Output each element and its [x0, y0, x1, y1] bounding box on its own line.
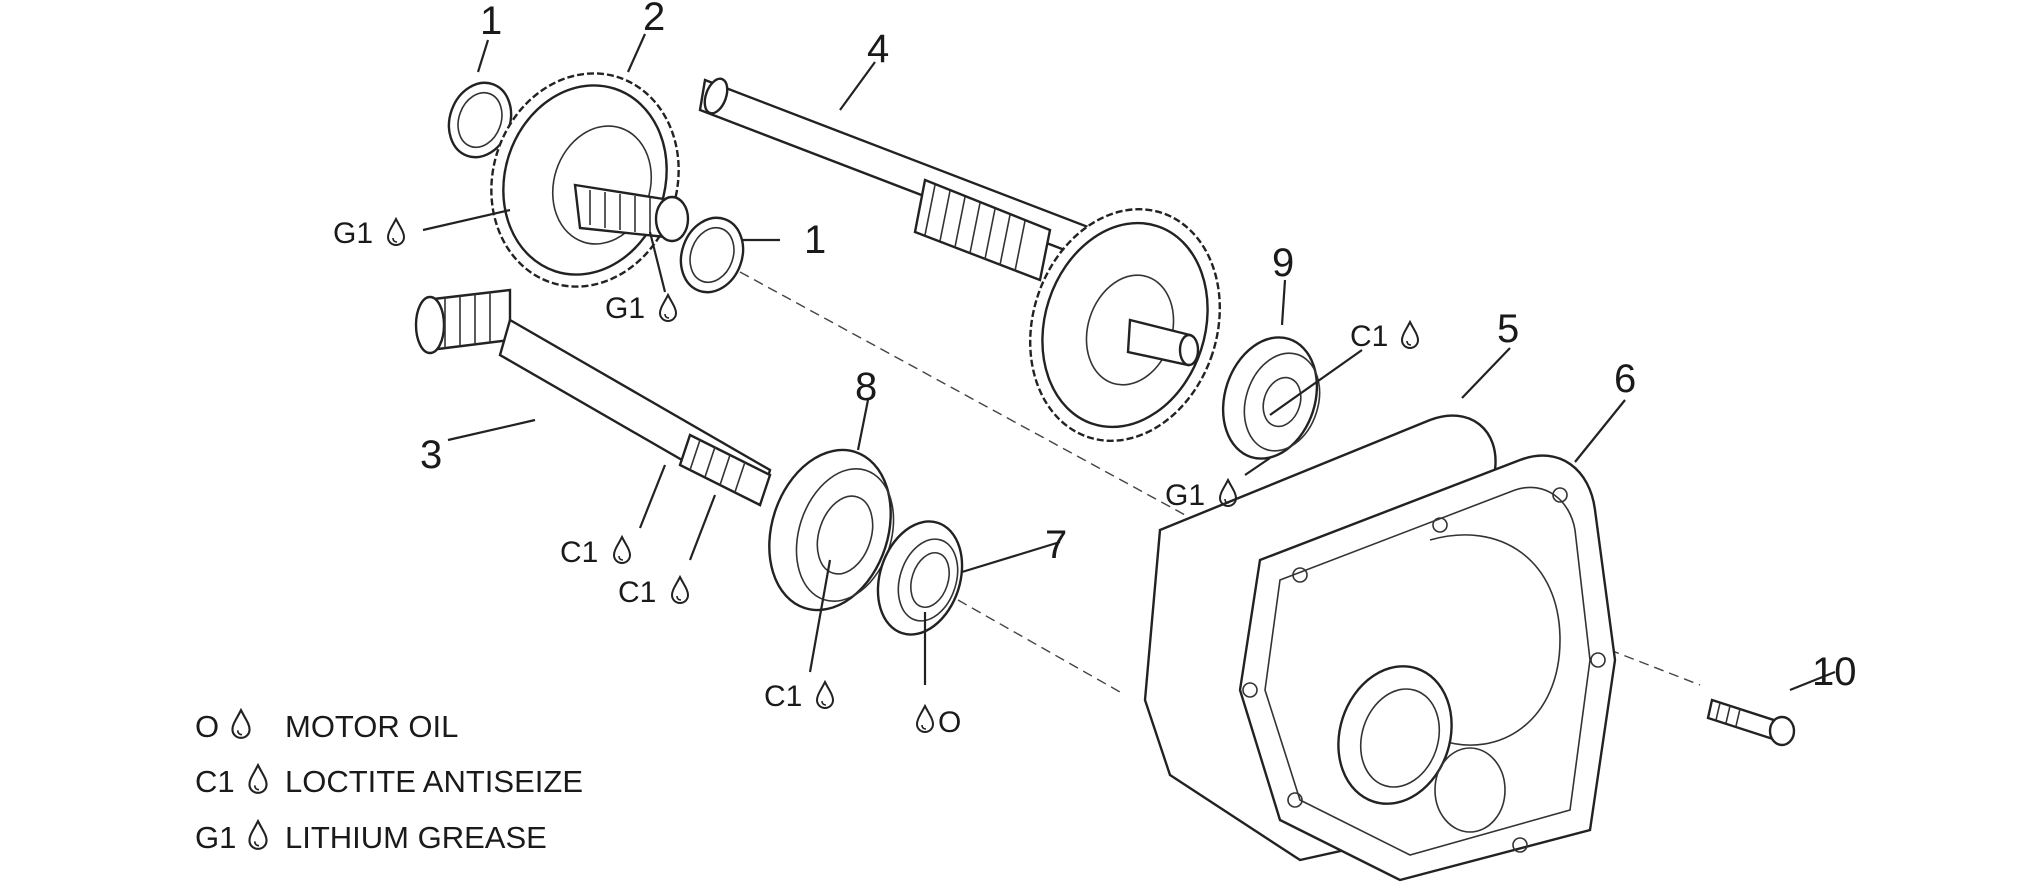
tag-c1-bearing-9: C1	[1350, 320, 1419, 353]
bearing-9	[1221, 336, 1321, 460]
callout-2: 2	[643, 0, 665, 39]
shaft-4	[698, 77, 1221, 442]
cover-6	[1238, 454, 1617, 882]
callout-4: 4	[867, 27, 889, 71]
callout-7: 7	[1045, 523, 1067, 567]
tag-label: G1	[605, 292, 645, 325]
legend-label: MOTOR OIL	[285, 709, 458, 744]
gear-2	[490, 72, 690, 288]
callout-10: 10	[1812, 650, 1857, 694]
callout-8: 8	[855, 365, 877, 409]
callout-9: 9	[1272, 241, 1294, 285]
tag-label: O	[938, 706, 961, 739]
callout-1-lower: 1	[804, 218, 826, 262]
legend-item-lithium-grease: G1 LITHIUM GREASE	[195, 820, 547, 855]
tag-g1-bearing-9: G1	[1165, 479, 1237, 512]
tag-c1-bearing-8: C1	[764, 680, 834, 713]
tag-g1-gear: G1	[333, 217, 405, 250]
bolt-10	[1706, 698, 1796, 747]
tag-c1-shaft-b: C1	[618, 576, 689, 609]
tag-label: C1	[618, 576, 656, 609]
drop-icon	[916, 705, 934, 733]
legend-code: C1	[195, 764, 235, 799]
washer-1-upper	[447, 81, 513, 159]
legend: O MOTOR OIL C1 LOCTITE ANTISEIZE G1 LITH…	[195, 709, 583, 855]
callout-3: 3	[420, 433, 442, 477]
shaft-3	[414, 288, 772, 507]
drop-icon	[248, 764, 268, 794]
washer-1-lower	[679, 216, 745, 294]
legend-item-loctite: C1 LOCTITE ANTISEIZE	[195, 764, 583, 799]
legend-code: G1	[195, 820, 236, 855]
drop-icon	[816, 681, 834, 709]
callout-1-upper: 1	[480, 0, 502, 43]
callout-6: 6	[1614, 357, 1636, 401]
leader-lines	[422, 33, 1836, 692]
drop-icon	[1401, 321, 1419, 349]
tag-g1-pinion: G1	[605, 292, 677, 325]
drop-icon	[659, 294, 677, 322]
drop-icon	[671, 576, 689, 604]
tag-label: C1	[560, 536, 598, 569]
tag-label: C1	[1350, 320, 1388, 353]
legend-label: LITHIUM GREASE	[285, 820, 547, 855]
legend-code: O	[195, 709, 219, 744]
oil-seal-7	[876, 520, 964, 636]
tag-o-seal: O	[916, 705, 961, 739]
drop-icon	[613, 536, 631, 564]
tag-c1-shaft-a: C1	[560, 536, 631, 569]
callout-5: 5	[1497, 307, 1519, 351]
drop-icon	[248, 820, 268, 850]
legend-item-motor-oil: O MOTOR OIL	[195, 709, 458, 744]
tag-label: G1	[333, 217, 373, 250]
drop-icon	[231, 709, 251, 739]
legend-label: LOCTITE ANTISEIZE	[285, 764, 583, 799]
tag-label: G1	[1165, 479, 1205, 512]
drop-icon	[387, 218, 405, 246]
tag-label: C1	[764, 680, 802, 713]
